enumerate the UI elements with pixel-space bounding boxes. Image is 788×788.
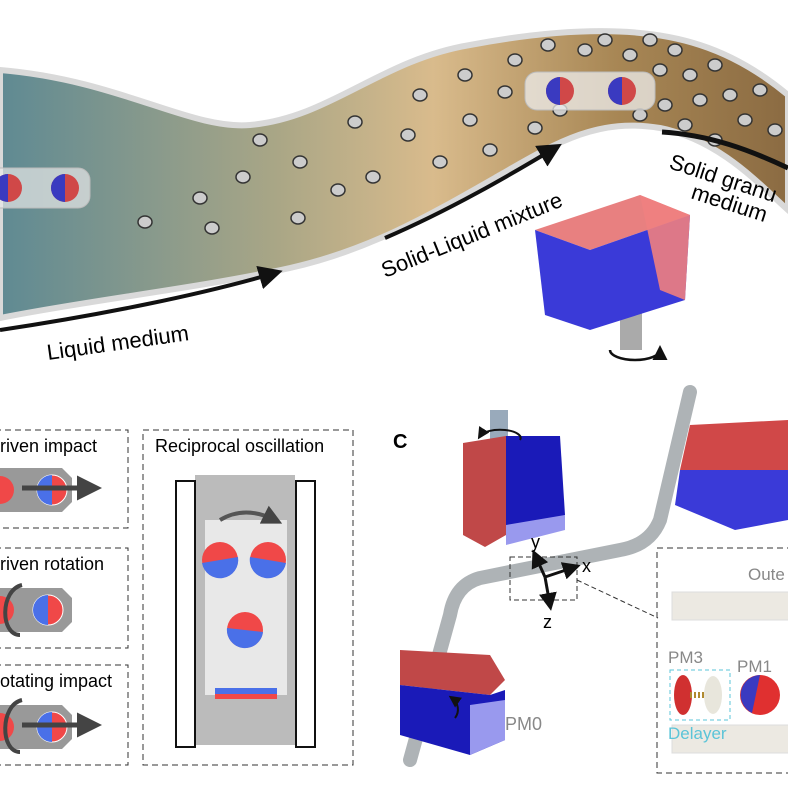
mode-box-rotation: riven rotation bbox=[0, 547, 129, 649]
outer-label: Oute bbox=[748, 565, 785, 584]
robot-capsule-mixture bbox=[524, 71, 656, 111]
mode-title: otating impact bbox=[0, 671, 112, 691]
axis-x: x bbox=[582, 556, 591, 576]
mixture-arrow bbox=[384, 143, 562, 240]
pm0-label: PM0 bbox=[505, 714, 542, 734]
panel-letter-c: C bbox=[393, 431, 407, 453]
magnet-right bbox=[675, 420, 788, 530]
robot-capsule-liquid bbox=[0, 167, 91, 209]
axis-z: z bbox=[543, 612, 552, 632]
mode-box-impact: riven impact bbox=[0, 429, 129, 529]
liquid-medium-label: Liquid medium bbox=[45, 320, 190, 365]
delayer-label: Delayer bbox=[668, 724, 727, 743]
tube bbox=[403, 385, 697, 767]
magnet-top bbox=[463, 410, 565, 547]
pm3-label: PM3 bbox=[668, 648, 703, 667]
particles bbox=[137, 33, 783, 235]
granular-line bbox=[661, 129, 788, 171]
liquid-arrow bbox=[0, 265, 283, 332]
axis-y: y bbox=[531, 532, 540, 552]
mode-box-rotating-impact: otating impact bbox=[0, 664, 129, 766]
magnet-pm0 bbox=[400, 650, 505, 755]
pm1-label: PM1 bbox=[737, 657, 772, 676]
inset-box: Oute PM3 PM1 Delayer bbox=[656, 547, 788, 774]
oscillation-title: Reciprocal oscillation bbox=[155, 436, 324, 456]
axes-triad: x y z bbox=[509, 532, 659, 632]
mode-title: riven impact bbox=[0, 436, 97, 456]
rotating-magnet-a bbox=[535, 195, 690, 362]
mode-title: riven rotation bbox=[0, 554, 104, 574]
oscillation-box: Reciprocal oscillation bbox=[142, 429, 354, 766]
